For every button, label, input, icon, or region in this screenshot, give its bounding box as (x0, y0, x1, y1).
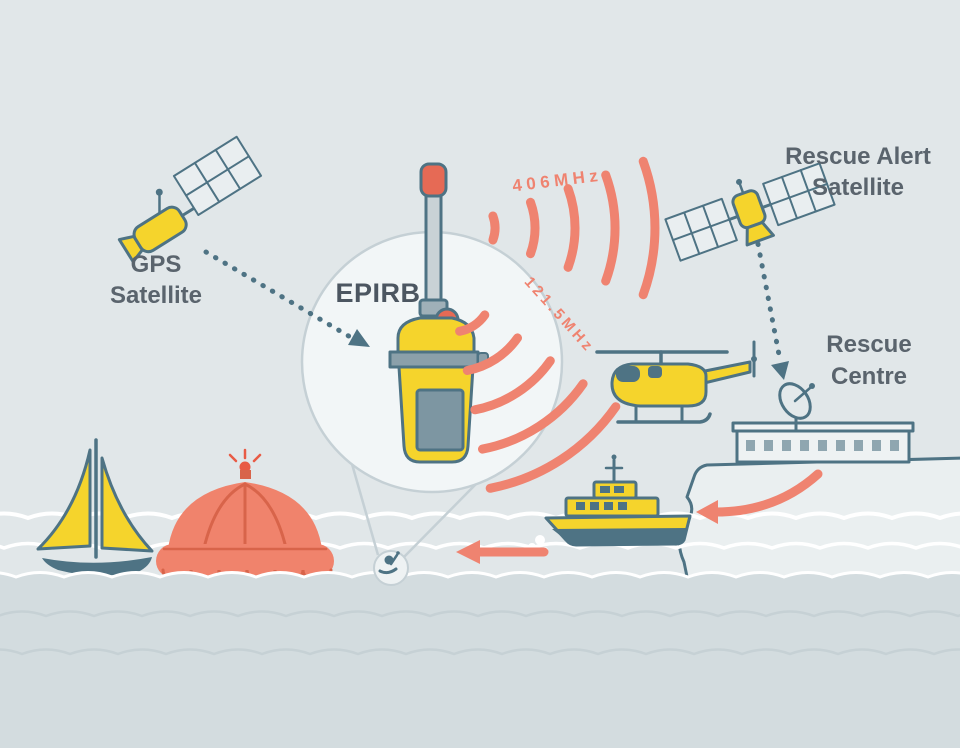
wave-line-deep-1 (0, 610, 960, 618)
helicopter-side-window (648, 366, 662, 378)
sailboat (36, 438, 154, 576)
lifeboat (544, 454, 692, 547)
epirb-top-housing (396, 316, 476, 354)
labels-layer: GPS Satellite Rescue Alert Satellite Res… (110, 143, 931, 390)
rescue-alert-satellite-label-line2: Satellite (812, 174, 904, 201)
alert-solar-panel-right (762, 162, 836, 227)
epirb-band (388, 350, 480, 369)
alert-satellite-nozzle (745, 220, 775, 247)
lifeboat-antenna-tip (611, 454, 617, 460)
casualty-circle (373, 550, 409, 586)
satellite-dish-icon (778, 382, 815, 433)
rescue-centre-to-lifeboat-arrow (696, 469, 823, 524)
gps-signal-dotted-arrow (203, 249, 370, 347)
person-in-water (378, 551, 400, 575)
rescue-alert-satellite (664, 162, 836, 262)
lifeboat-hull-band (552, 528, 687, 545)
sea-fill (0, 572, 960, 748)
wave-line-3 (0, 571, 960, 579)
alert-downlink-dotted-arrow (755, 241, 789, 380)
sailboat-hull (42, 557, 152, 576)
signal-waves-406mhz (488, 156, 660, 300)
wave-line-deep-2 (0, 648, 960, 656)
gps-solar-panel (172, 135, 263, 217)
rescue-centre-label-line2: Centre (831, 363, 907, 390)
building-roof (731, 421, 915, 433)
rescue-centre-building (731, 382, 915, 464)
helicopter (595, 340, 757, 424)
raft-seam-right (243, 482, 288, 550)
gps-satellite-label-line1: GPS (131, 251, 182, 278)
rescue-centre-label-line1: Rescue (826, 331, 911, 358)
raft-seam-left (202, 482, 247, 550)
helicopter-skids (616, 412, 712, 424)
epirb-label: EPIRB (335, 278, 420, 308)
sailboat-main-sail (36, 448, 92, 551)
raft-scallops (161, 568, 333, 583)
lifeboat-to-casualty-arrow (456, 540, 549, 564)
raft-beacon-light (228, 448, 262, 479)
helicopter-cockpit-window (616, 366, 640, 382)
epirb-antenna-tip (419, 162, 448, 198)
building-windows (746, 440, 899, 451)
epirb-beacon (388, 162, 489, 464)
gps-satellite (117, 135, 263, 264)
gps-satellite-label-line2: Satellite (110, 282, 202, 309)
life-raft (156, 448, 334, 583)
epirb-screen (415, 388, 465, 452)
raft-tube (156, 544, 334, 578)
magnifier-callout (350, 463, 477, 586)
wave-line-1 (0, 511, 960, 521)
rescue-alert-satellite-label-line1: Rescue Alert (785, 143, 931, 170)
sailboat-jib-sail (100, 456, 154, 553)
signal-waves-121-5mhz (455, 310, 621, 493)
